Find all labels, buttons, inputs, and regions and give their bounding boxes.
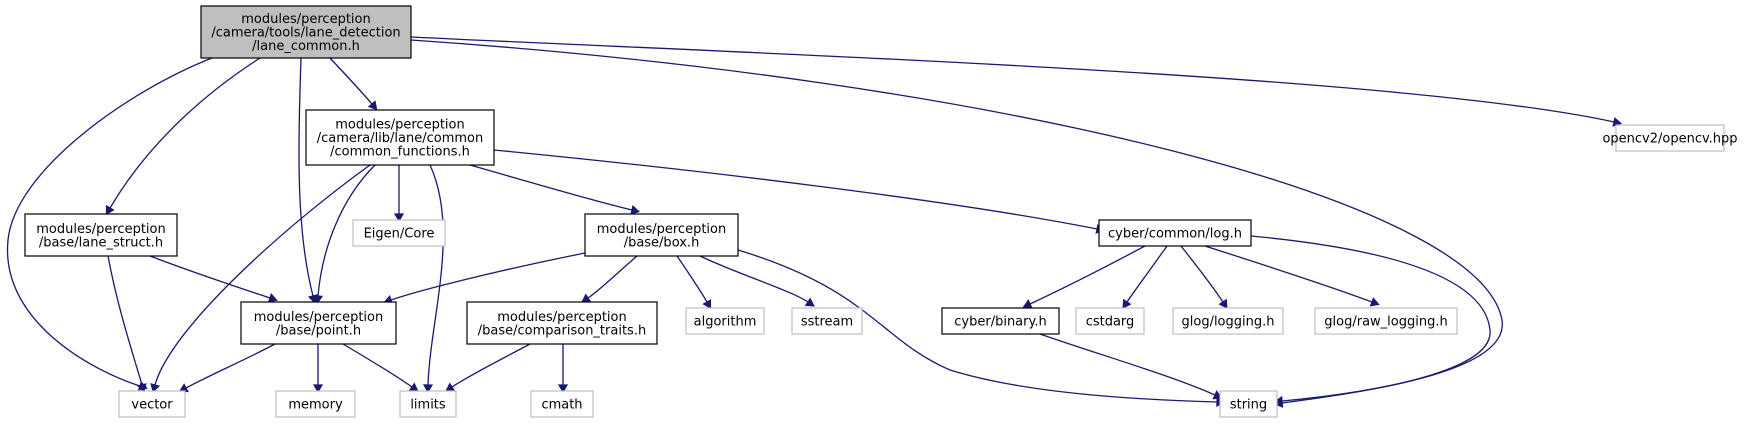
edge-common-functions-to-limits [422,164,444,394]
edge-lane-struct-to-point [149,255,278,303]
node-string: string [1219,390,1278,418]
node-label-line: modules/perception [597,222,726,237]
edge-box-to-comparison-traits [581,255,638,303]
node-label-line: cyber/common/log.h [1108,227,1242,242]
edge-log-to-binary [1022,245,1146,309]
node-label-line: cyber/binary.h [954,315,1046,330]
edge-log-to-string [1250,235,1491,406]
edge-common-functions-to-eigen-core [393,164,405,223]
node-label-line: /base/lane_struct.h [39,235,163,250]
node-opencv: opencv2/opencv.hpp [1602,124,1738,152]
node-binary[interactable]: cyber/binary.h [941,307,1060,335]
edge-point-to-memory [312,344,324,394]
node-label-line: modules/perception [335,118,464,133]
edge-binary-to-string [1039,333,1223,400]
node-label-line: vector [131,398,173,413]
edge-box-to-point [383,252,586,305]
node-point[interactable]: modules/perception/base/point.h [240,301,397,345]
node-lane-common[interactable]: modules/perception/camera/tools/lane_det… [200,5,412,59]
node-label-line: modules/perception [254,310,383,325]
node-label-line: /camera/lib/lane/common [317,131,484,146]
edge-log-to-glog-logging [1180,245,1228,309]
node-label-line: algorithm [694,315,757,330]
node-label-line: /common_functions.h [330,145,470,160]
node-sstream: sstream [791,307,863,335]
node-label-line: /base/box.h [624,235,700,250]
node-glog-raw-logging: glog/raw_logging.h [1314,307,1458,335]
node-eigen-core: Eigen/Core [352,219,446,247]
node-label-line: opencv2/opencv.hpp [1602,132,1737,147]
node-label-line: modules/perception [36,222,165,237]
edge-lane-common-to-point [298,57,318,304]
node-glog-logging: glog/logging.h [1172,307,1284,335]
edge-lane-common-to-string [410,39,1503,408]
node-algorithm: algorithm [685,307,765,335]
edge-box-to-algorithm [676,255,712,310]
edge-box-to-sstream [699,255,815,307]
node-label-line: /base/comparison_traits.h [478,323,646,338]
edge-lane-struct-to-vector [107,255,147,393]
node-cstdarg: cstdarg [1075,307,1145,335]
node-label-line: string [1230,398,1267,413]
node-label-line: /camera/tools/lane_detection [211,26,400,41]
node-lane-struct[interactable]: modules/perception/base/lane_struct.h [24,213,178,257]
node-label-line: /lane_common.h [252,39,360,54]
node-comparison-traits[interactable]: modules/perception/base/comparison_trait… [466,301,658,345]
edge-common-functions-to-point [313,164,376,305]
node-label-line: glog/logging.h [1182,315,1275,330]
edge-log-to-glog-raw-logging [1204,245,1380,307]
node-limits: limits [399,390,457,418]
edge-lane-common-to-common-functions [329,57,378,111]
edge-point-to-vector [178,343,276,393]
node-label-line: modules/perception [497,310,626,325]
edge-lane-common-to-lane-struct [105,57,261,216]
node-label-line: /base/point.h [276,323,361,338]
node-cmath: cmath [530,390,594,418]
node-box[interactable]: modules/perception/base/box.h [584,213,739,257]
node-label-line: Eigen/Core [364,227,435,242]
edge-common-functions-to-box [469,164,640,215]
node-label-line: glog/raw_logging.h [1324,315,1447,330]
edge-comparison-traits-to-cmath [557,343,569,394]
edge-lane-common-to-opencv [410,36,1623,127]
node-common-functions[interactable]: modules/perception/camera/lib/lane/commo… [305,109,495,166]
edge-log-to-cstdarg [1122,245,1168,309]
node-memory: memory [275,390,356,418]
edge-point-to-limits [342,343,419,392]
node-label-line: cmath [541,398,582,413]
edge-common-functions-to-vector [150,164,371,393]
node-label-line: sstream [801,315,853,330]
node-label-line: memory [288,398,343,413]
node-log[interactable]: cyber/common/log.h [1098,219,1252,247]
node-label-line: cstdarg [1086,315,1135,330]
node-label-line: modules/perception [241,12,370,27]
node-label-line: limits [410,398,446,413]
node-vector: vector [118,390,186,418]
edge-comparison-traits-to-limits [445,343,531,392]
